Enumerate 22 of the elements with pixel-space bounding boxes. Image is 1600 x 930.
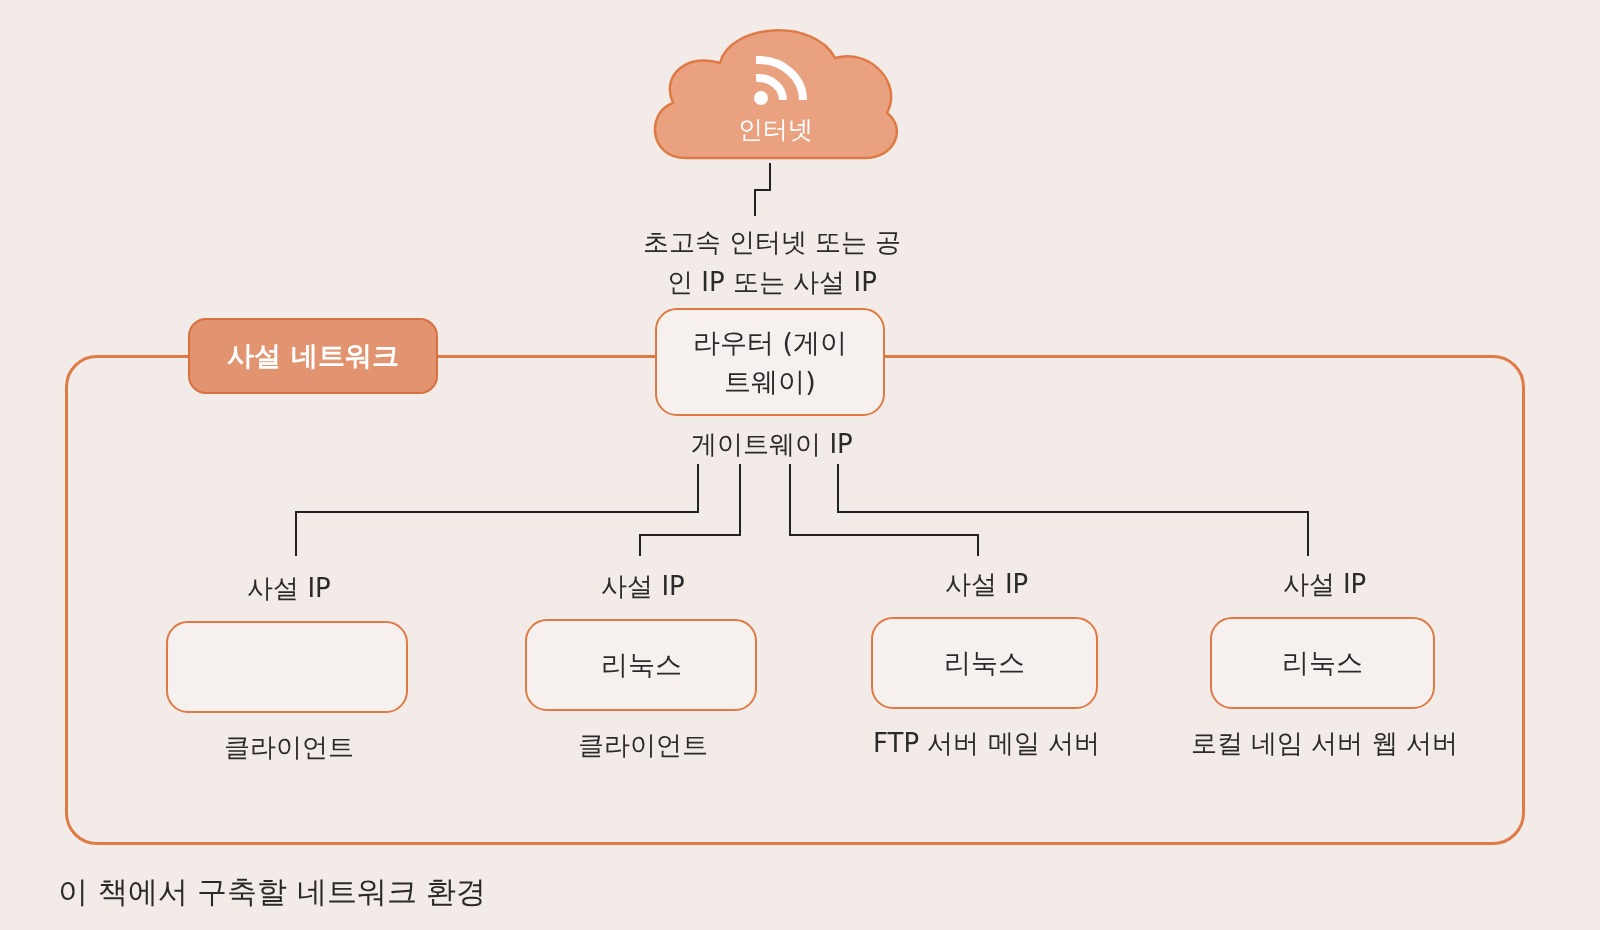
connector-line [295,463,699,557]
annotation-text: 클라이언트 [223,731,355,764]
annotation-text: 로컬 네임 서버 웹 서버 [1189,727,1460,760]
figure-caption: 이 책에서 구축할 네트워크 환경 [58,873,487,911]
annotation-text: 사설 IP [246,572,332,605]
connector-line [754,162,771,217]
annotation-text: 클라이언트 [577,729,709,762]
annotation-text: 사설 IP [600,570,686,603]
annotation-text: 사설 IP [943,568,1030,601]
node-label: 리눅스 [944,646,1025,681]
node-label: 리눅스 [1282,646,1363,681]
annotation-text: 게이트웨이 IP [690,428,854,461]
connector-line [789,463,979,557]
annotation-text: 사설 IP [1281,568,1368,601]
annotation-text: FTP 서버 메일 서버 [872,727,1101,760]
node-label: 리눅스 [600,648,682,683]
cloud-label: 인터넷 [736,114,814,146]
node-label: 라우터 (게이트웨이) [691,325,849,399]
connector-line [639,463,741,557]
network-title: 사설 네트워크 [188,318,438,394]
connector-line [837,463,1309,557]
annotation-text: 초고속 인터넷 또는 공인 IP 또는 사설 IP [642,226,902,299]
